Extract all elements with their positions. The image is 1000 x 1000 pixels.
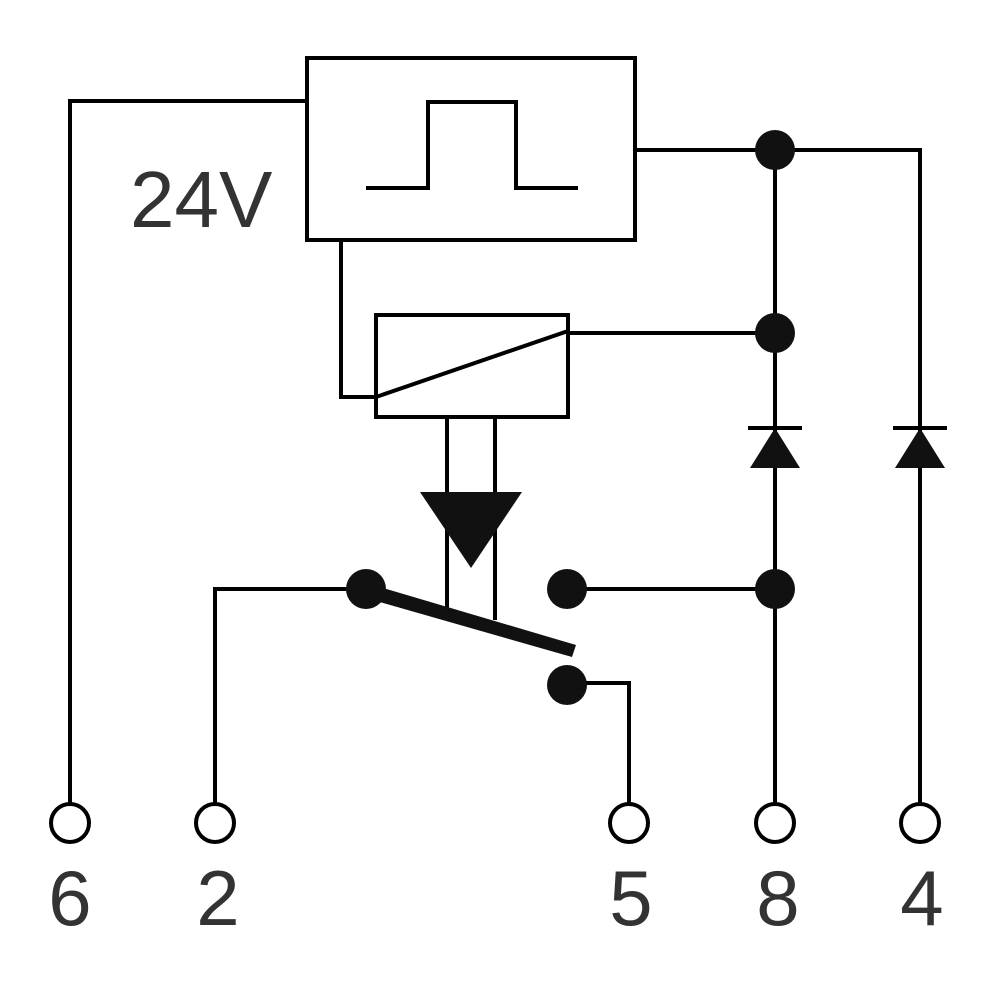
actuator-arrow-icon (420, 492, 522, 568)
diode-terminal-4-icon (893, 426, 947, 468)
terminal-5-label: 5 (609, 854, 652, 942)
wire-terminal-5 (565, 681, 631, 805)
no-contact-dot (547, 665, 587, 705)
terminal-4-circle (899, 802, 941, 844)
junction-dot-contact (755, 569, 795, 609)
wire-module-output (633, 148, 922, 805)
junction-dot-top (755, 130, 795, 170)
nc-contact-dot (547, 569, 587, 609)
wire-terminal-2 (213, 587, 368, 805)
terminal-2-circle (194, 802, 236, 844)
voltage-label: 24V (130, 155, 273, 244)
junction-dot-coil (755, 313, 795, 353)
diode-bus-icon (748, 426, 802, 468)
common-contact-dot (346, 569, 386, 609)
terminal-8-label: 8 (756, 854, 799, 942)
wire-terminal-6 (68, 99, 309, 805)
terminal-6-label: 6 (48, 854, 91, 942)
terminal-8-circle (754, 802, 796, 844)
terminal-6-circle (49, 802, 91, 844)
terminal-5-circle (608, 802, 650, 844)
timer-module-box (305, 56, 637, 242)
terminal-4-label: 4 (900, 854, 943, 942)
terminal-2-label: 2 (196, 854, 239, 942)
pulse-waveform-icon (366, 100, 578, 190)
switch-blade (362, 583, 576, 657)
relay-coil-diagonal (373, 328, 571, 400)
wire-module-to-coil (339, 238, 378, 399)
